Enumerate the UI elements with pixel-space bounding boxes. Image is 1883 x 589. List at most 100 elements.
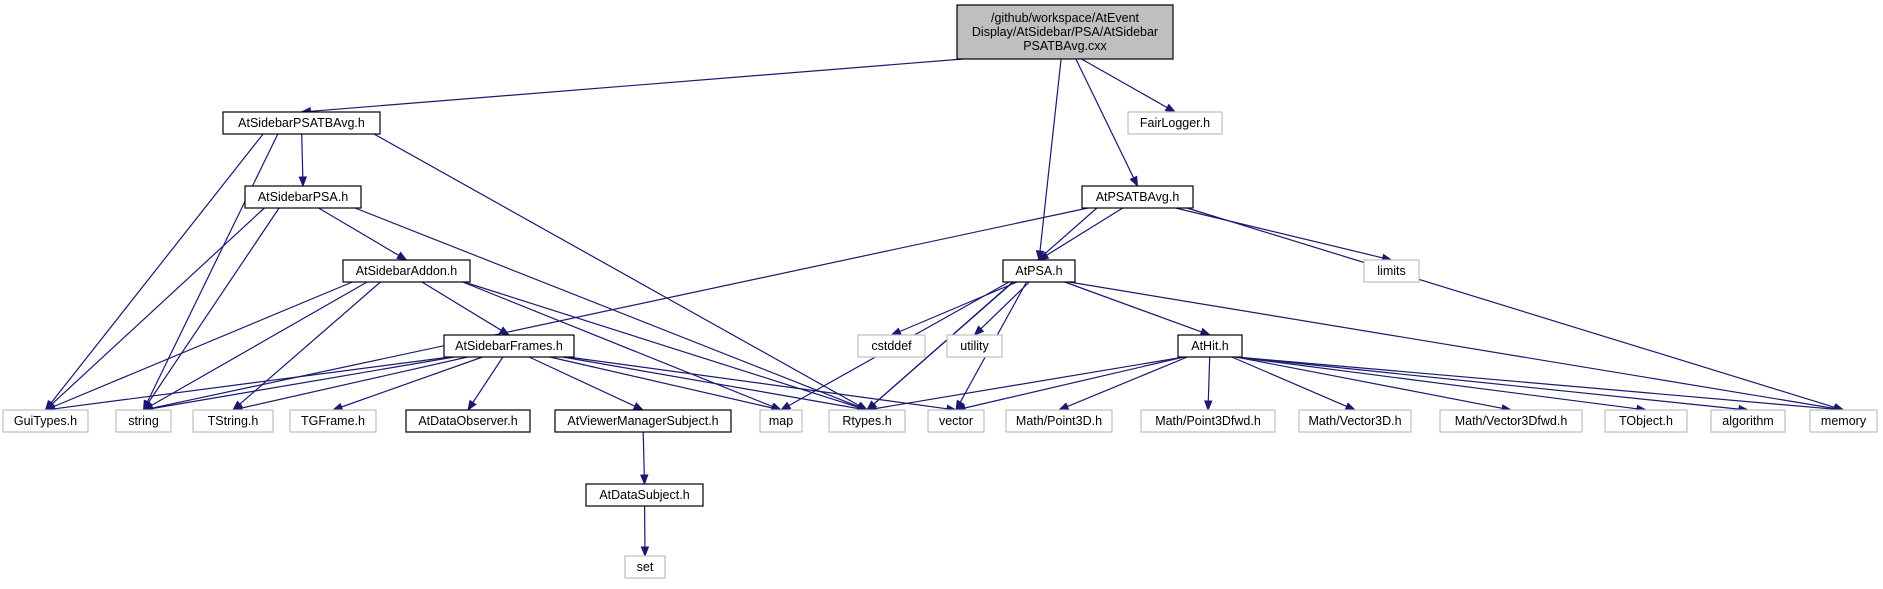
arrowhead-atsidebarframes-h-to-atviewermanagersubject-h	[632, 402, 645, 411]
node-box-atsidebarpsa-h	[244, 185, 362, 209]
node-label-tgframe-h: TGFrame.h	[301, 414, 365, 428]
edge-athit-h-to-rtypes-h	[875, 356, 1185, 410]
node-label-atsidebarframes-h: AtSidebarFrames.h	[455, 339, 563, 353]
node-cstddef: cstddef	[857, 334, 926, 358]
edge-atsidebarpsa-h-to-string	[148, 207, 280, 403]
arrowhead-athit-h-to-math-vector3d-h	[1344, 402, 1357, 411]
node-label-atpsatbavg-h: AtPSATBAvg.h	[1096, 190, 1180, 204]
edge-athit-h-to-math-vector3d-h	[1231, 356, 1347, 407]
node-layer: /github/workspace/AtEventDisplay/AtSideb…	[2, 4, 1878, 579]
arrowhead-atsidebarframes-h-to-atdataobserver-h	[467, 399, 477, 412]
arrowhead-atsidebarframes-h-to-tgframe-h	[331, 402, 344, 411]
node-box-atdataobserver-h	[405, 409, 531, 433]
node-label-limits: limits	[1377, 264, 1405, 278]
edge-atsidebaraddon-h-to-guitypes-h	[53, 281, 353, 408]
node-box-atpsatbavg-h	[1081, 185, 1194, 209]
node-box-athit-h	[1177, 334, 1243, 358]
node-atsidebarpsatbavg-h[interactable]: AtSidebarPSATBAvg.h	[222, 111, 381, 135]
node-label-vector: vector	[939, 414, 973, 428]
node-atpsa-h[interactable]: AtPSA.h	[1002, 259, 1076, 283]
arrowhead-athit-h-to-math-point3dfwd-h	[1204, 400, 1213, 412]
edge-athit-h-to-math-vector3dfwd-h	[1235, 356, 1503, 409]
node-box-math-vector3d-h	[1298, 409, 1412, 433]
node-box-fairlogger-h	[1127, 111, 1223, 135]
edge-atsidebarframes-h-to-rtypes-h	[562, 356, 859, 410]
node-atdataobserver-h[interactable]: AtDataObserver.h	[405, 409, 531, 433]
node-label-tobject-h: TObject.h	[1619, 414, 1673, 428]
node-tstring-h: TString.h	[192, 409, 274, 433]
node-box-vector	[927, 409, 985, 433]
node-box-math-vector3dfwd-h	[1439, 409, 1583, 433]
arrowhead-atviewermanagersubject-h-to-atdatasubject-h	[640, 474, 649, 486]
node-athit-h[interactable]: AtHit.h	[1177, 334, 1243, 358]
node-label-math-point3d-h: Math/Point3D.h	[1016, 414, 1102, 428]
edge-atsidebarpsa-h-to-atsidebaraddon-h	[318, 207, 400, 256]
edge-athit-h-to-vector	[964, 356, 1185, 409]
arrowhead-athit-h-to-math-point3d-h	[1057, 402, 1070, 411]
node-label-root: PSATBAvg.cxx	[1023, 39, 1107, 53]
arrowhead-atpsa-h-to-utility	[973, 325, 985, 336]
node-vector: vector	[927, 409, 985, 433]
node-atviewermanagersubject-h[interactable]: AtViewerManagerSubject.h	[554, 409, 732, 433]
edge-root-to-atsidebarpsatbavg-h	[310, 58, 964, 112]
node-box-tobject-h	[1604, 409, 1688, 433]
edge-athit-h-to-algorithm	[1235, 356, 1740, 410]
edge-atpsatbavg-h-to-atpsa-h	[1046, 207, 1124, 256]
arrowhead-atpsa-h-to-cstddef	[890, 327, 902, 336]
edge-atpsa-h-to-rtypes-h	[873, 281, 1014, 405]
edge-atsidebarframes-h-to-map	[549, 356, 773, 409]
node-box-atviewermanagersubject-h	[554, 409, 732, 433]
node-label-math-vector3dfwd-h: Math/Vector3Dfwd.h	[1455, 414, 1568, 428]
node-label-atpsa-h: AtPSA.h	[1015, 264, 1062, 278]
edge-atsidebaraddon-h-to-string	[151, 281, 368, 407]
edge-atpsa-h-to-memory	[1068, 281, 1835, 410]
node-box-atpsa-h	[1002, 259, 1076, 283]
node-box-math-point3dfwd-h	[1140, 409, 1276, 433]
edge-atsidebarframes-h-to-tstring-h	[241, 356, 468, 409]
node-box-cstddef	[857, 334, 926, 358]
node-box-utility	[946, 334, 1003, 358]
node-rtypes-h: Rtypes.h	[828, 409, 906, 433]
edge-atsidebarframes-h-to-guitypes-h	[54, 356, 451, 410]
node-atsidebarpsa-h[interactable]: AtSidebarPSA.h	[244, 185, 362, 209]
node-fairlogger-h: FairLogger.h	[1127, 111, 1223, 135]
edge-atsidebaraddon-h-to-tstring-h	[239, 281, 381, 405]
node-box-algorithm	[1710, 409, 1786, 433]
node-math-vector3dfwd-h: Math/Vector3Dfwd.h	[1439, 409, 1583, 433]
node-atsidebarframes-h[interactable]: AtSidebarFrames.h	[443, 334, 575, 358]
arrowhead-atpsa-h-to-map	[779, 401, 792, 411]
node-label-root: Display/AtSidebar/PSA/AtSidebar	[972, 25, 1158, 39]
arrowhead-atsidebarpsatbavg-h-to-atsidebarpsa-h	[298, 176, 308, 188]
node-box-tgframe-h	[289, 409, 377, 433]
node-label-math-vector3d-h: Math/Vector3D.h	[1308, 414, 1401, 428]
edge-atsidebarpsa-h-to-guitypes-h	[51, 207, 265, 405]
node-atsidebaraddon-h[interactable]: AtSidebarAddon.h	[342, 259, 471, 283]
node-label-atdataobserver-h: AtDataObserver.h	[418, 414, 517, 428]
edge-atsidebarpsatbavg-h-to-guitypes-h	[50, 133, 264, 404]
arrowhead-atsidebarpsa-h-to-atsidebaraddon-h	[396, 251, 408, 261]
node-math-vector3d-h: Math/Vector3D.h	[1298, 409, 1412, 433]
edge-atsidebarframes-h-to-tgframe-h	[341, 356, 483, 408]
edge-atsidebarframes-h-to-vector	[567, 356, 948, 410]
edge-atpsa-h-to-utility	[980, 281, 1030, 330]
node-label-string: string	[128, 414, 159, 428]
node-label-set: set	[637, 560, 654, 574]
node-string: string	[115, 409, 172, 433]
node-map: map	[759, 409, 803, 433]
node-box-set	[624, 555, 666, 579]
node-atdatasubject-h[interactable]: AtDataSubject.h	[585, 483, 704, 507]
edge-atviewermanagersubject-h-to-atdatasubject-h	[642, 431, 645, 476]
edge-atsidebaraddon-h-to-map	[462, 281, 773, 408]
edge-atsidebarframes-h-to-atviewermanagersubject-h	[528, 356, 636, 407]
arrowhead-atdatasubject-h-to-set	[640, 546, 650, 558]
node-root[interactable]: /github/workspace/AtEventDisplay/AtSideb…	[956, 4, 1174, 60]
node-math-point3dfwd-h: Math/Point3Dfwd.h	[1140, 409, 1276, 433]
node-box-string	[115, 409, 172, 433]
node-label-tstring-h: TString.h	[208, 414, 259, 428]
edge-atsidebarpsatbavg-h-to-string	[146, 133, 279, 403]
node-box-guitypes-h	[2, 409, 89, 433]
node-atpsatbavg-h[interactable]: AtPSATBAvg.h	[1081, 185, 1194, 209]
node-guitypes-h: GuiTypes.h	[2, 409, 89, 433]
edge-atsidebarframes-h-to-atdataobserver-h	[472, 356, 504, 403]
